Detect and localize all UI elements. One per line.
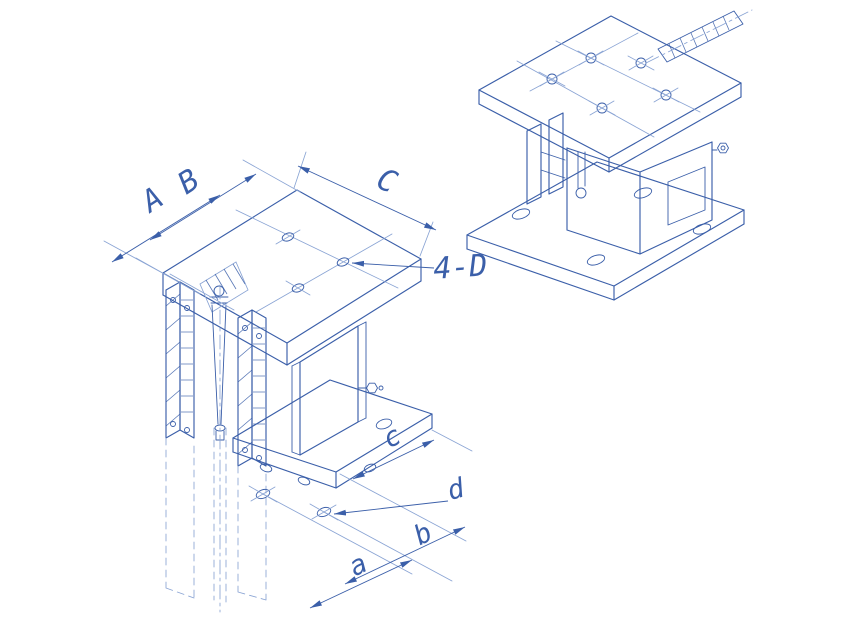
left-section-hatch — [199, 261, 249, 313]
left-plate-hole-marks — [235, 209, 399, 313]
dim-label-A: A — [134, 180, 170, 220]
dim-label-4D: 4-D — [432, 248, 488, 287]
dim-label-d: d — [444, 473, 468, 507]
right-break-strip — [645, 9, 753, 64]
dim-label-a: a — [344, 548, 372, 583]
dim-label-B: B — [172, 162, 206, 201]
right-top-plate — [478, 15, 742, 173]
right-bottom-plate — [466, 161, 745, 301]
right-isometric-view — [466, 9, 753, 301]
left-bottom-plate — [232, 379, 433, 489]
left-center-column — [291, 321, 384, 456]
dim-upper-ab: A B — [103, 159, 301, 311]
dim-label-C: C — [372, 162, 402, 201]
left-ghost-travel-lines — [165, 284, 267, 613]
dim-lower-a: a — [309, 548, 413, 609]
dim-label-b: b — [409, 517, 437, 552]
dimension-annotations: A B C 4-D c d b a — [103, 151, 489, 609]
left-top-plate — [162, 189, 422, 366]
dim-upper-c: C — [293, 151, 437, 257]
dim-label-c: c — [378, 420, 406, 455]
dim-hole-spec: 4-D — [351, 248, 489, 287]
left-guide-pin — [209, 285, 229, 441]
right-body — [526, 112, 729, 255]
